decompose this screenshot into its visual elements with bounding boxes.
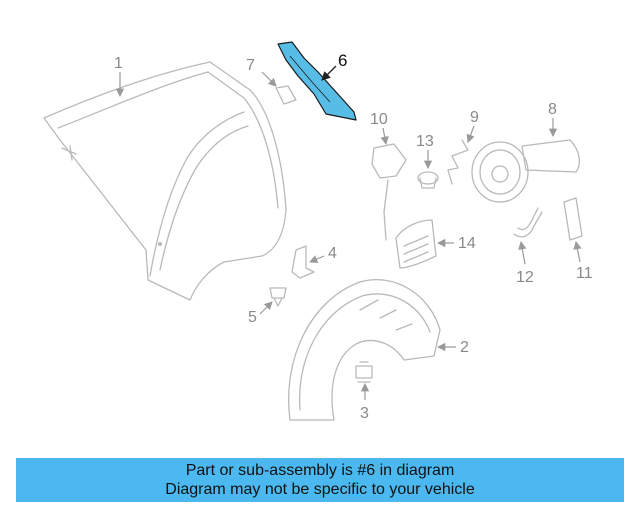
label-5: 5 <box>248 301 273 326</box>
spring-part-9[interactable] <box>447 139 469 185</box>
label-9: 9 <box>466 109 479 143</box>
label-3: 3 <box>360 382 370 422</box>
hose-part-12[interactable] <box>513 207 543 238</box>
label-4: 4 <box>309 245 337 263</box>
parts-diagram: 1 2 3 4 5 6 7 8 9 10 11 12 <box>43 41 593 422</box>
svg-text:3: 3 <box>360 405 369 422</box>
info-banner: Part or sub-assembly is #6 in diagram Di… <box>16 458 624 502</box>
highlighted-part-6 <box>277 41 357 121</box>
label-13: 13 <box>416 133 434 170</box>
label-8: 8 <box>548 101 558 138</box>
svg-text:2: 2 <box>460 339 469 356</box>
label-6: 6 <box>321 51 347 81</box>
svg-text:9: 9 <box>470 109 479 126</box>
clip-part-5[interactable] <box>269 287 287 307</box>
quarter-panel-part-1[interactable] <box>43 61 287 301</box>
grommet-part-13[interactable] <box>417 171 439 189</box>
actuator-part-10[interactable] <box>371 143 407 241</box>
svg-text:4: 4 <box>328 245 337 262</box>
label-2: 2 <box>436 339 469 356</box>
svg-text:1: 1 <box>114 55 123 72</box>
bolt-part-3[interactable] <box>355 361 373 383</box>
bracket-part-11[interactable] <box>563 197 583 241</box>
label-14: 14 <box>436 235 476 252</box>
svg-text:5: 5 <box>248 309 257 326</box>
svg-text:10: 10 <box>370 111 388 128</box>
svg-text:12: 12 <box>516 269 534 286</box>
label-7: 7 <box>246 57 277 87</box>
svg-text:14: 14 <box>458 235 476 252</box>
clip-part-7[interactable] <box>275 85 297 105</box>
label-11: 11 <box>573 240 593 282</box>
label-1: 1 <box>114 55 125 98</box>
bracket-part-4[interactable] <box>291 245 315 279</box>
label-12: 12 <box>516 240 534 286</box>
wheel-liner-part-2[interactable] <box>288 279 441 421</box>
banner-line-1: Part or sub-assembly is #6 in diagram <box>185 462 455 479</box>
svg-text:8: 8 <box>548 101 557 118</box>
svg-text:11: 11 <box>576 265 593 282</box>
banner-line-2: Diagram may not be specific to your vehi… <box>165 481 475 498</box>
vent-part-14[interactable] <box>395 219 437 269</box>
label-10: 10 <box>370 111 389 146</box>
trim-strip-part-6[interactable] <box>277 41 357 121</box>
svg-text:13: 13 <box>416 133 434 150</box>
fuel-door-part-8[interactable] <box>471 139 581 203</box>
svg-text:6: 6 <box>338 51 347 70</box>
svg-text:7: 7 <box>246 57 255 74</box>
